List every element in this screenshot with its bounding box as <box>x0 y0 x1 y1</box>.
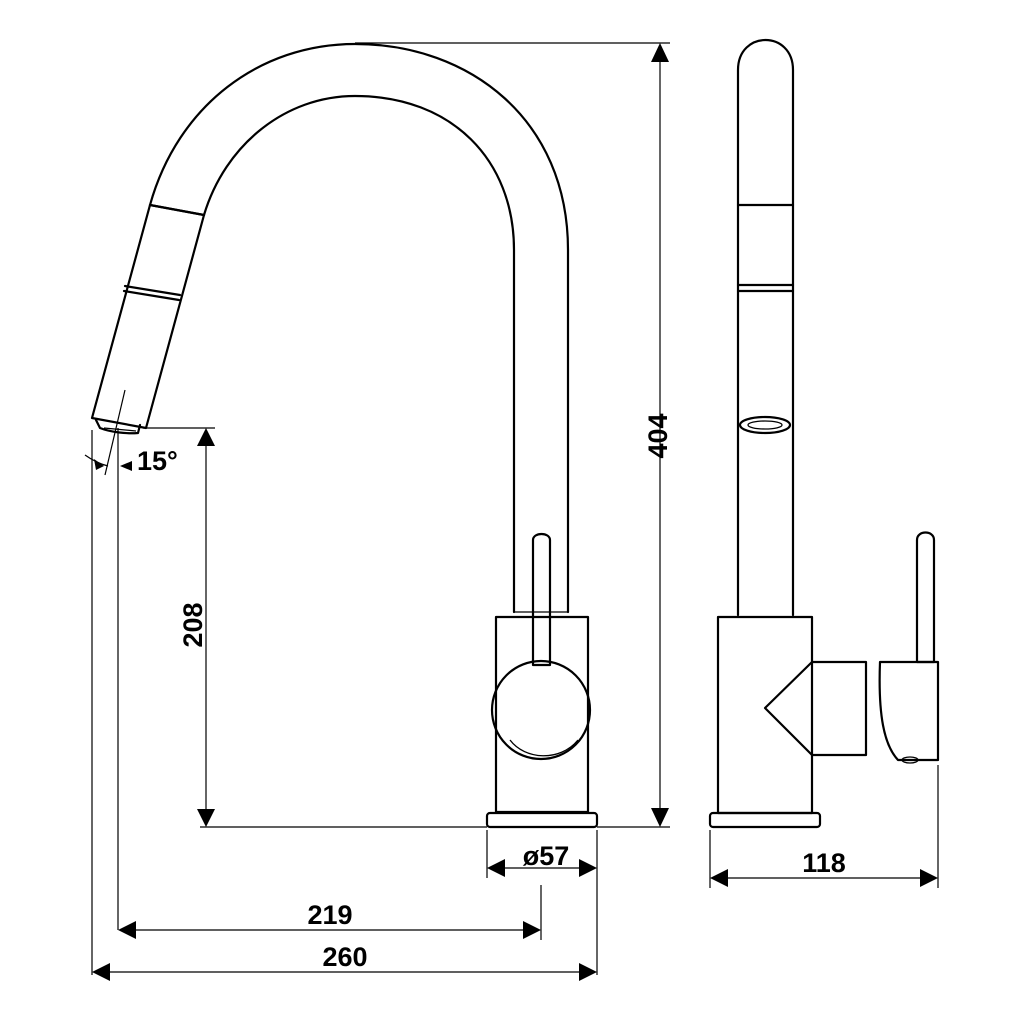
lever-handle <box>531 532 552 667</box>
wand-joint-upper <box>148 203 206 217</box>
arrow-118-right <box>920 869 938 887</box>
side-spout <box>736 38 795 617</box>
arrow-219-right <box>523 921 541 939</box>
side-aerator <box>738 415 792 435</box>
side-aerator-inner <box>747 420 783 430</box>
faucet-body <box>494 615 590 814</box>
dim-label-404: 404 <box>643 413 673 458</box>
side-body <box>716 615 814 815</box>
dim-label-15deg: 15° <box>137 446 178 476</box>
arrow-118-left <box>710 869 728 887</box>
arrow-57-right <box>579 859 597 877</box>
dimension-lines: 404 208 15° ø57 118 219 <box>84 42 939 981</box>
side-base-ring <box>708 811 822 829</box>
aerator-detail <box>103 427 137 432</box>
angle-arrow-left <box>94 459 104 470</box>
side-cartridge <box>763 660 868 757</box>
lever-knob-shadow <box>509 739 579 757</box>
wand-joint-lower-2 <box>122 289 181 302</box>
dim-label-118: 118 <box>802 848 846 878</box>
arrow-404-bottom <box>651 808 669 827</box>
arrow-208-bottom <box>197 809 215 827</box>
side-view <box>708 38 940 829</box>
side-lever <box>915 531 936 664</box>
side-handle-cap <box>878 660 940 762</box>
arrow-404-top <box>651 43 669 62</box>
body-base-ring <box>485 811 599 829</box>
lever-knob <box>490 659 592 761</box>
dim-label-260: 260 <box>322 942 367 972</box>
wand-joint-lower <box>123 284 182 297</box>
dim-label-208: 208 <box>178 602 208 647</box>
arrow-260-right <box>579 963 597 981</box>
dim-label-57: ø57 <box>523 841 570 871</box>
angle-ref-line <box>104 389 126 476</box>
arrow-260-left <box>92 963 110 981</box>
dim-label-219: 219 <box>307 900 352 930</box>
arrow-208-top <box>197 428 215 446</box>
front-view <box>90 42 599 829</box>
arrow-219-left <box>118 921 136 939</box>
angle-arrow-right <box>120 461 132 471</box>
spout-gooseneck <box>148 42 570 614</box>
arrow-57-left <box>487 859 505 877</box>
side-lever-foot <box>901 756 919 764</box>
pull-out-wand <box>90 203 206 430</box>
